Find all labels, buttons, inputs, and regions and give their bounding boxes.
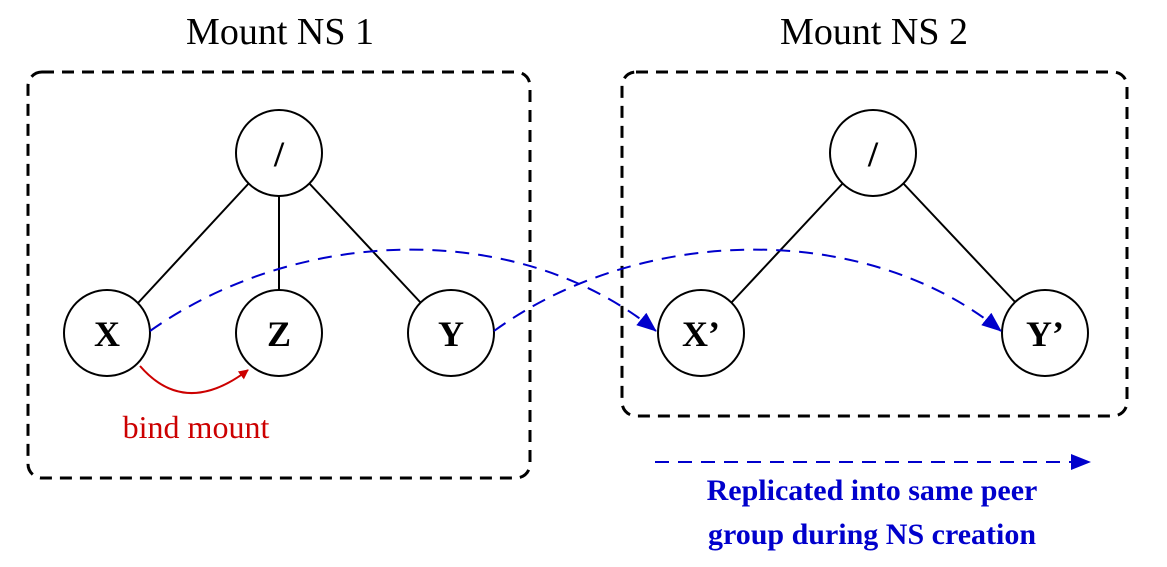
node-x-ns2-label: X’ <box>682 314 720 354</box>
node-y-ns2: Y’ <box>1001 289 1089 377</box>
namespace-1: Mount NS 1 / X Z Y bind mount <box>26 11 532 480</box>
node-x-ns2: X’ <box>657 289 745 377</box>
namespace-1-boundary <box>26 70 532 480</box>
node-z-ns1: Z <box>235 289 323 377</box>
node-y-ns1-label: Y <box>438 314 464 354</box>
namespace-1-title: Mount NS 1 <box>186 11 374 53</box>
node-y-ns1: Y <box>407 289 495 377</box>
edge-root-x-ns2 <box>730 181 845 304</box>
node-y-ns2-label: Y’ <box>1026 314 1064 354</box>
node-x-ns1-label: X <box>94 314 120 354</box>
namespace-2: Mount NS 2 / X’ Y’ <box>620 11 1129 418</box>
node-root-ns1-label: / <box>273 134 285 174</box>
node-root-ns1: / <box>235 109 323 197</box>
edge-root-x-ns1 <box>137 181 251 304</box>
legend-text-line-1: Replicated into same peer <box>707 474 1038 507</box>
bind-mount-arrow <box>139 365 249 394</box>
namespace-2-title: Mount NS 2 <box>780 11 968 53</box>
node-z-ns1-label: Z <box>267 314 291 354</box>
edge-root-y-ns1 <box>307 181 422 304</box>
node-x-ns1: X <box>63 289 151 377</box>
legend-text-line-2: group during NS creation <box>708 518 1036 551</box>
legend: Replicated into same peer group during N… <box>655 454 1091 551</box>
replication-arrow-y <box>493 248 1002 332</box>
node-root-ns2-label: / <box>867 134 879 174</box>
replication-arrow-x <box>149 248 657 332</box>
bind-mount-label: bind mount <box>123 409 270 445</box>
edge-root-y-ns2 <box>901 181 1017 304</box>
node-root-ns2: / <box>829 109 917 197</box>
